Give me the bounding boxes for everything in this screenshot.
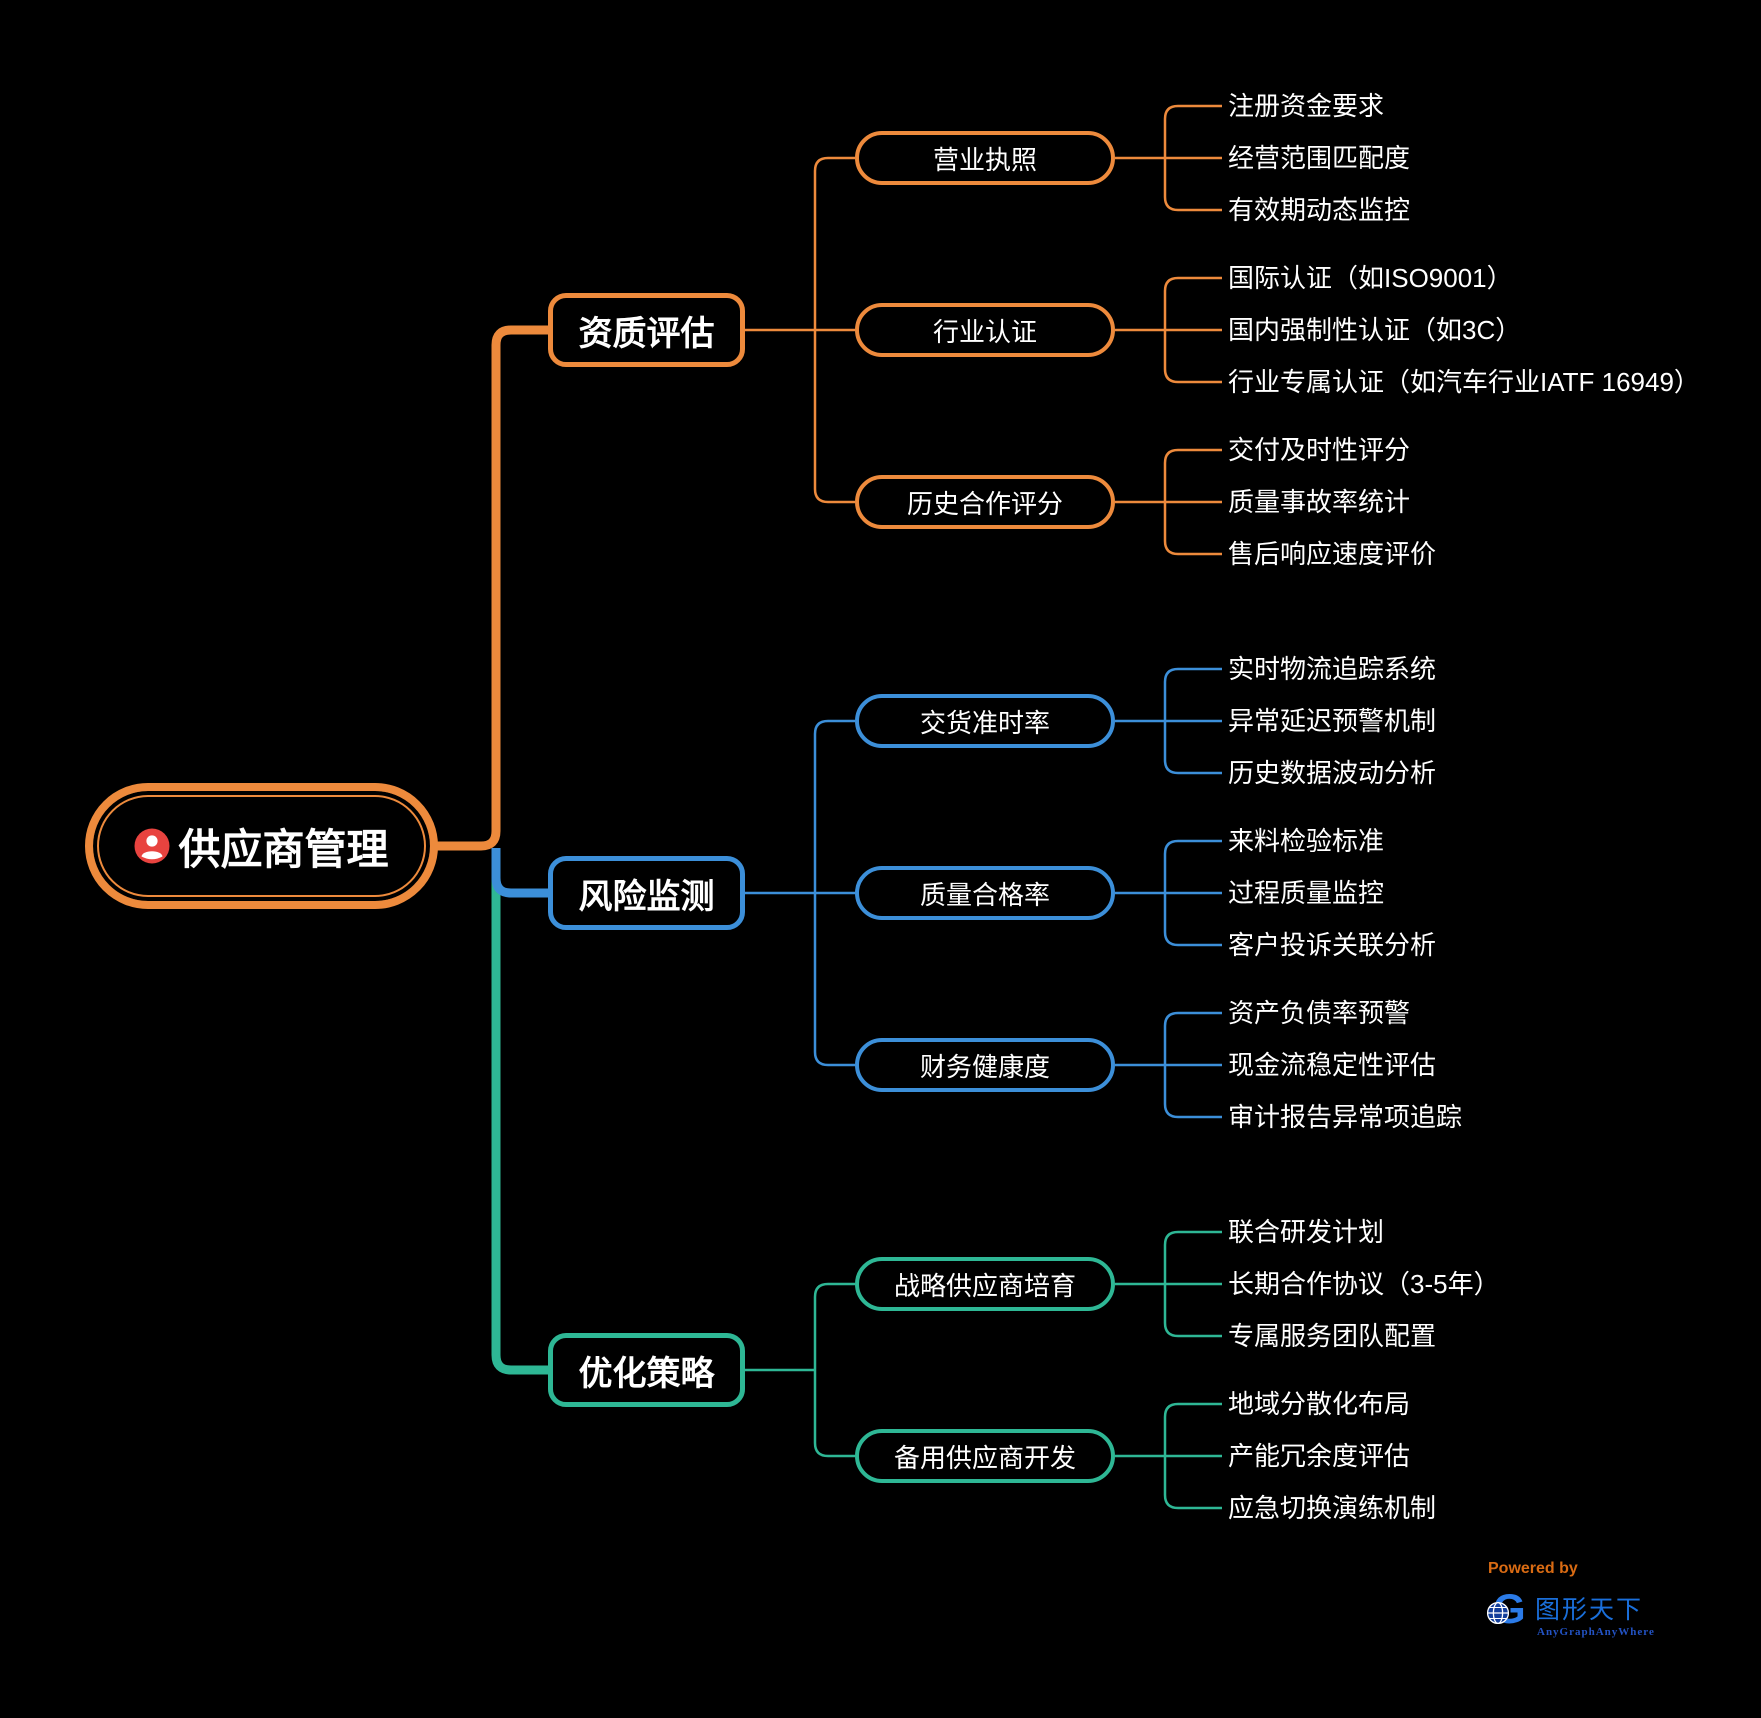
connector [1163,502,1222,556]
leaf-node[interactable]: 来料检验标准 [1228,826,1385,856]
leaf-node[interactable]: 现金流稳定性评估 [1228,1050,1437,1080]
leaf-node[interactable]: 有效期动态监控 [1228,195,1411,225]
connector [813,1370,855,1458]
topic-node[interactable]: 历史合作评分 [855,475,1115,529]
topic-node[interactable]: 质量合格率 [855,866,1115,920]
brand-tagline: AnyGraphAnyWhere [1537,1626,1655,1638]
topic-node[interactable]: 行业认证 [855,303,1115,357]
leaf-node[interactable]: 联合研发计划 [1228,1217,1385,1247]
topic-node[interactable]: 备用供应商开发 [855,1429,1115,1483]
leaf-node[interactable]: 注册资金要求 [1228,91,1385,121]
connector [1163,330,1222,384]
leaf-node[interactable]: 资产负债率预警 [1228,998,1411,1028]
leaf-node[interactable]: 实时物流追踪系统 [1228,654,1437,684]
leaf-node[interactable]: 历史数据波动分析 [1228,758,1437,788]
connector [1163,1011,1222,1065]
leaf-node[interactable]: 应急切换演练机制 [1228,1493,1437,1523]
leaf-node[interactable]: 质量事故率统计 [1228,487,1411,517]
connector [1163,1284,1222,1338]
topic-node[interactable]: 战略供应商培育 [855,1257,1115,1311]
branch-node[interactable]: 资质评估 [548,293,745,367]
leaf-node[interactable]: 专属服务团队配置 [1228,1321,1437,1351]
leaf-node[interactable]: 地域分散化布局 [1228,1389,1411,1419]
brand-name: 图形天下 [1535,1596,1644,1624]
connector [1163,1065,1222,1119]
branch-node[interactable]: 优化策略 [548,1333,745,1407]
branch-node[interactable]: 风险监测 [548,856,745,930]
leaf-node[interactable]: 交付及时性评分 [1228,435,1411,465]
anygraph-logo[interactable]: G 图形天下 AnyGraphAnyWhere [1483,1584,1655,1638]
leaf-node[interactable]: 过程质量监控 [1228,878,1385,908]
footer: Powered by G 图形天下 AnyGraphAnyWhere [1483,1560,1655,1638]
powered-by-label: Powered by [1488,1560,1578,1577]
connector [1163,276,1222,330]
leaf-node[interactable]: 长期合作协议（3-5年） [1228,1269,1500,1299]
connector [813,330,855,504]
connector [1163,667,1222,721]
root-label: 供应商管理 [178,825,389,873]
connector [1163,1456,1222,1510]
leaf-node[interactable]: 审计报告异常项追踪 [1228,1102,1463,1132]
connector [1163,448,1222,502]
connector [813,719,855,893]
leaf-node[interactable]: 经营范围匹配度 [1228,143,1411,173]
connector [1163,1230,1222,1284]
topic-node[interactable]: 交货准时率 [855,694,1115,748]
person-icon [134,828,170,864]
connector [813,893,855,1067]
connector [1163,1402,1222,1456]
connector [1163,721,1222,775]
connector [491,848,548,1375]
leaf-node[interactable]: 异常延迟预警机制 [1228,706,1437,736]
root-node[interactable]: 供应商管理 [85,783,438,909]
leaf-node[interactable]: 产能冗余度评估 [1228,1441,1411,1471]
connector [813,156,855,330]
connector [1163,893,1222,947]
connector [491,848,548,898]
connector [813,1282,855,1370]
connector [1163,104,1222,158]
leaf-node[interactable]: 客户投诉关联分析 [1228,930,1437,960]
leaf-node[interactable]: 国际认证（如ISO9001） [1228,263,1513,293]
leaf-node[interactable]: 售后响应速度评价 [1228,539,1437,569]
connector [1163,839,1222,893]
connector [428,325,548,851]
topic-node[interactable]: 营业执照 [855,131,1115,185]
leaf-node[interactable]: 国内强制性认证（如3C） [1228,315,1522,345]
globe-g-logo-icon: G [1483,1584,1529,1635]
topic-node[interactable]: 财务健康度 [855,1038,1115,1092]
connector [1163,158,1222,212]
leaf-node[interactable]: 行业专属认证（如汽车行业IATF 16949） [1228,367,1700,397]
